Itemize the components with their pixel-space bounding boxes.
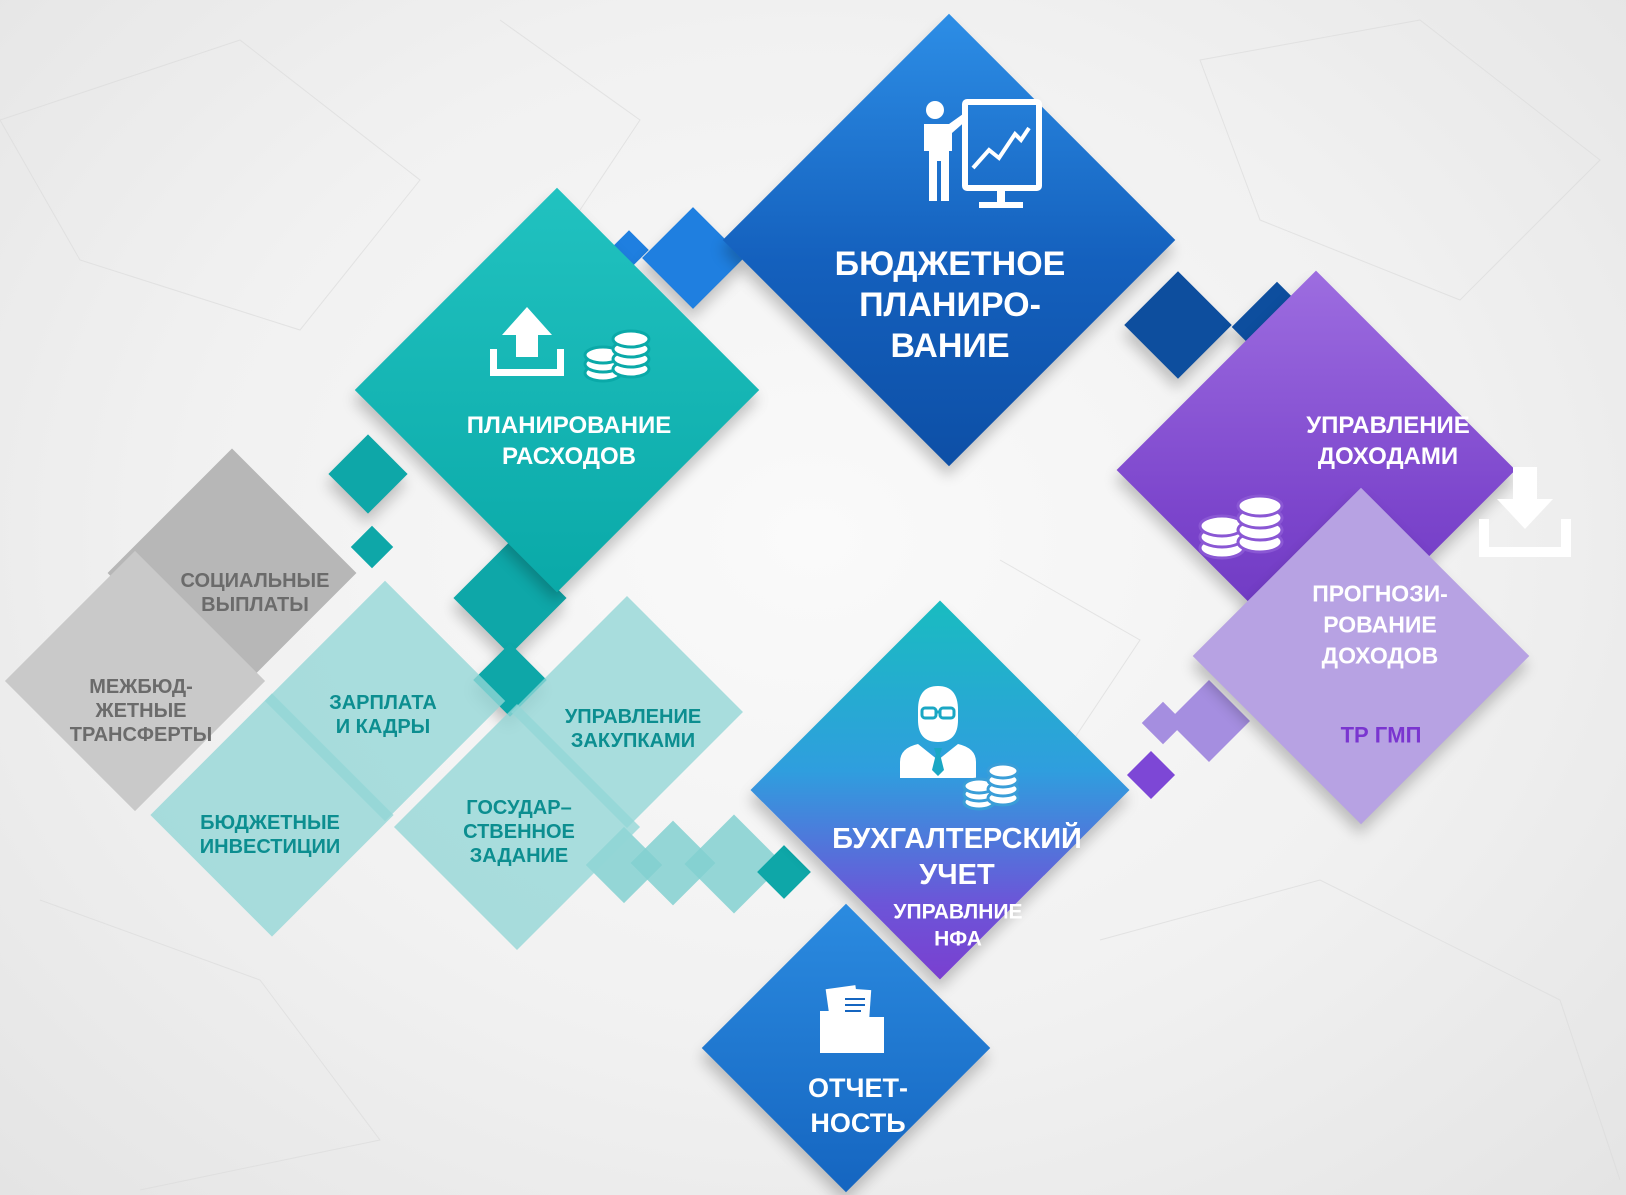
accounting-label: БУХГАЛТЕРСКИЙ УЧЕТ [832, 822, 1082, 891]
social-payments-label: СОЦИАЛЬНЫЕ ВЫПЛАТЫ [180, 570, 330, 616]
procurement-label: УПРАВЛЕНИЕ ЗАКУПКАМИ [564, 706, 702, 752]
state-assignment-label: ГОСУДАР– СТВЕННОЕ ЗАДАНИЕ [463, 797, 575, 867]
tr-gmp-label: ТР ГМП [1340, 722, 1422, 748]
income-management-label: УПРАВЛЕНИЕ ДОХОДАМИ [1306, 411, 1470, 470]
folder-documents-icon [820, 985, 884, 1053]
accountant-icon [900, 686, 976, 778]
reporting-label: ОТЧЕТ- НОСТЬ [808, 1072, 908, 1138]
income-forecasting-label: ПРОГНОЗИ- РОВАНИЕ ДОХОДОВ [1312, 580, 1448, 669]
budget-investments-label: БЮДЖЕТНЫЕ ИНВЕСТИЦИИ [199, 812, 341, 858]
nfa-management-label: УПРАВЛНИЕ НФА [893, 900, 1023, 951]
budget-planning-label: БЮДЖЕТНОЕ ПЛАНИРО- ВАНИЕ [834, 244, 1066, 365]
presenter-chart-icon [921, 99, 1042, 208]
download-icon [1479, 467, 1571, 557]
coins-icon [962, 762, 1020, 811]
interbudget-transfers-label: МЕЖБЮД- ЖЕТНЫЕ ТРАНСФЕРТЫ [69, 676, 213, 746]
salary-staff-label: ЗАРПЛАТА И КАДРЫ [329, 692, 437, 738]
coins-icon [583, 329, 651, 383]
upload-icon [490, 307, 564, 376]
expense-planning-label: ПЛАНИРОВАНИЕ РАСХОДОВ [466, 411, 672, 470]
coins-icon [1198, 494, 1284, 560]
